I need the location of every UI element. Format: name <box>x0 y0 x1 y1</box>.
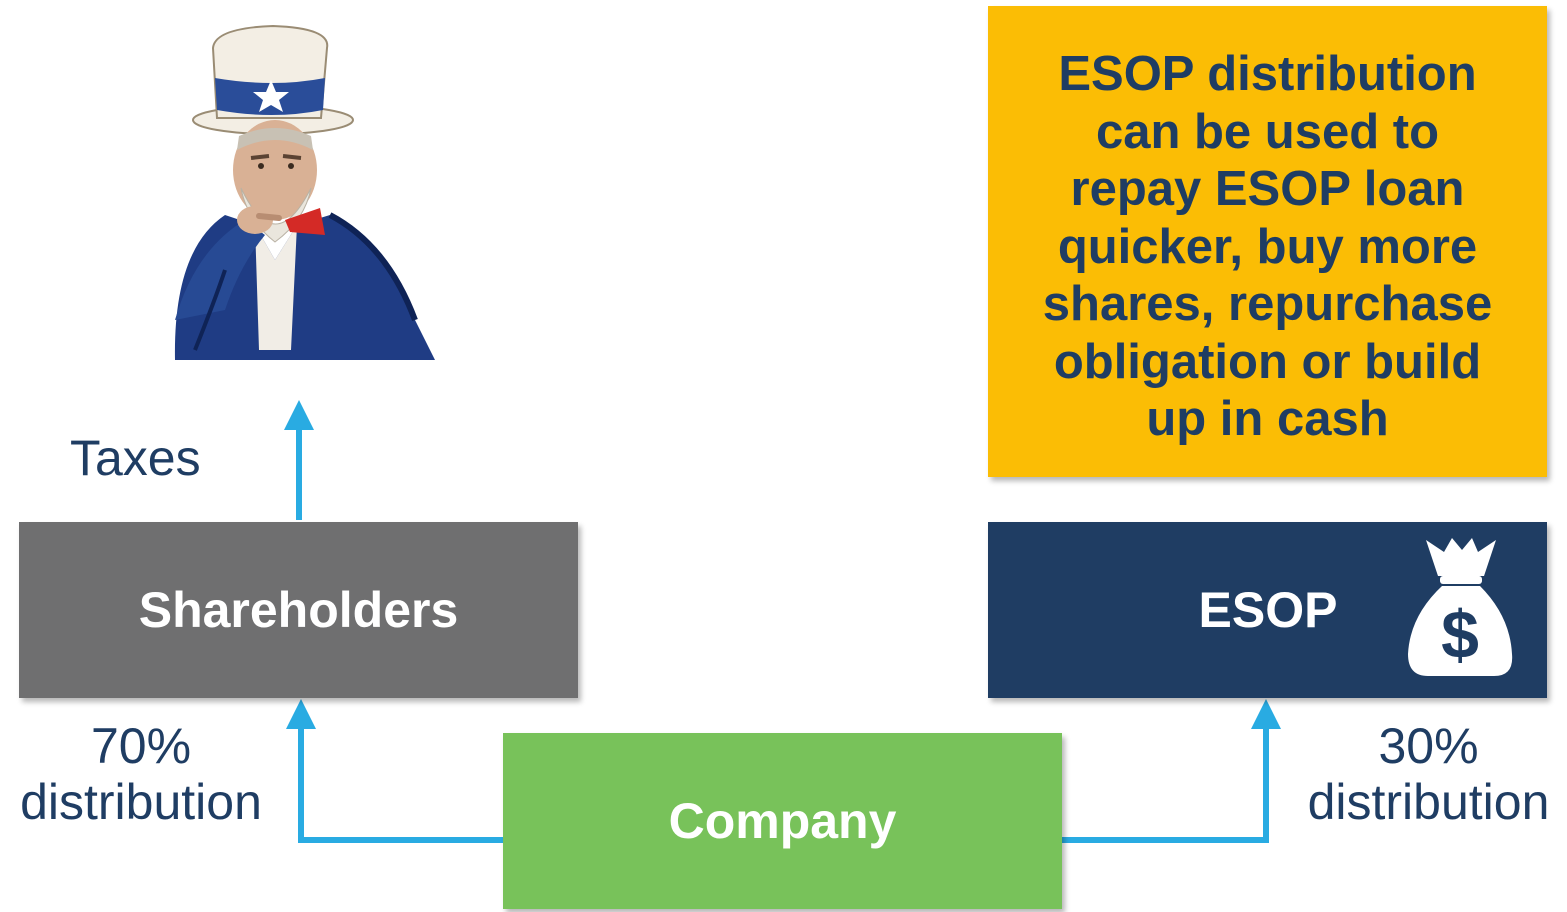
note-line: repay ESOP loan <box>1070 162 1465 216</box>
note-line: shares, repurchase <box>1042 277 1493 331</box>
svg-text:$: $ <box>1441 597 1479 673</box>
right-distribution-percent: 30% <box>1378 718 1479 774</box>
company-node: Company <box>503 733 1062 909</box>
note-line: obligation or build <box>1053 334 1482 389</box>
arrow-company-to-esop <box>1062 725 1269 843</box>
right-distribution-label: 30% distribution <box>1290 718 1567 830</box>
uncle-sam-illustration <box>174 24 435 360</box>
note-line: ESOP distribution <box>1058 47 1477 101</box>
right-distribution-word: distribution <box>1307 774 1550 830</box>
arrowhead-esop <box>1251 699 1281 729</box>
shareholders-label: Shareholders <box>138 582 459 638</box>
arrow-company-to-shareholders <box>298 725 503 843</box>
esop-note: ESOP distribution can be used to repay E… <box>988 6 1547 477</box>
arrowhead-taxes <box>284 400 314 430</box>
note-line: up in cash <box>1146 392 1389 446</box>
shareholders-node: Shareholders <box>19 522 578 698</box>
note-line: quicker, buy more <box>1057 219 1478 274</box>
left-distribution-percent: 70% <box>90 718 192 774</box>
esop-label: ESOP <box>1198 582 1338 638</box>
taxes-label: Taxes <box>70 430 201 486</box>
company-label: Company <box>668 793 897 849</box>
note-line: can be used to <box>1095 104 1440 159</box>
left-distribution-label: 70% distribution <box>0 718 282 830</box>
left-distribution-word: distribution <box>20 774 262 830</box>
arrowhead-shareholders <box>286 699 316 729</box>
money-bag-icon: $ <box>1408 538 1513 676</box>
